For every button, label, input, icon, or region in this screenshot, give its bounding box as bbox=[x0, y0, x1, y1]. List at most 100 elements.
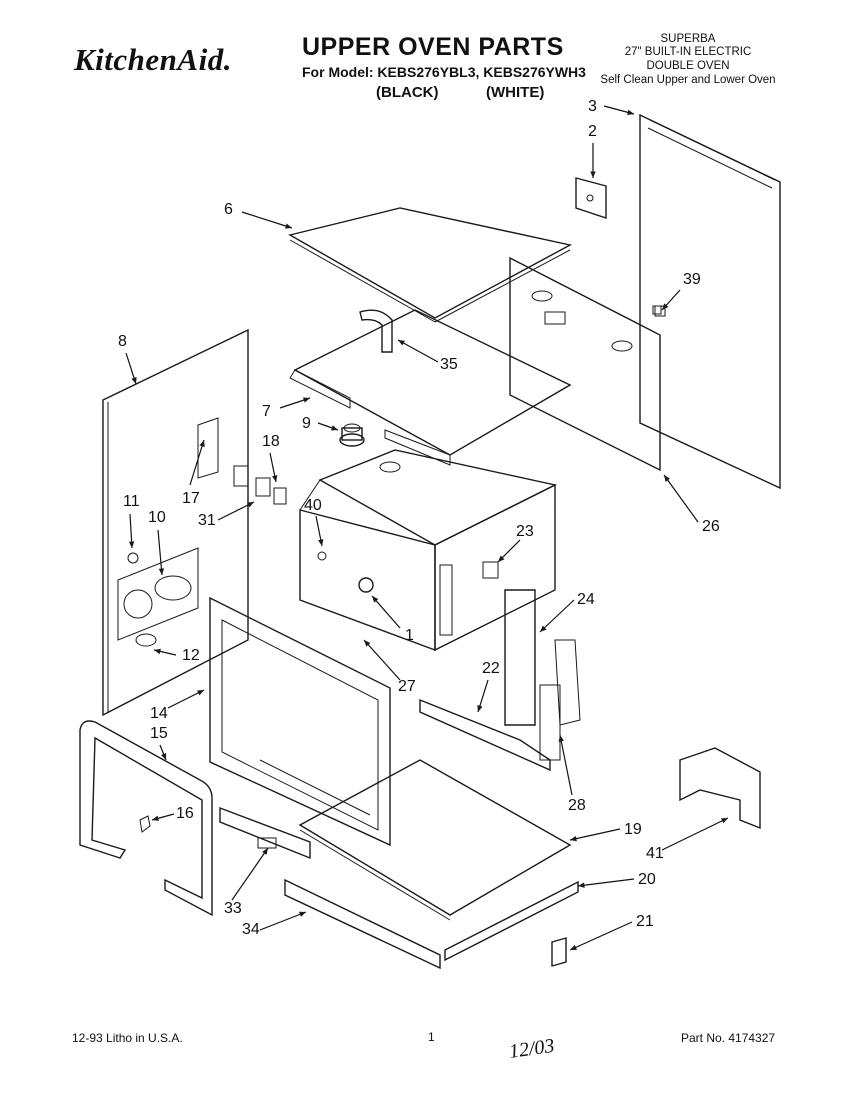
callout-26: 26 bbox=[702, 518, 720, 535]
color-white-label: (WHITE) bbox=[486, 84, 545, 101]
callout-leader-19 bbox=[569, 828, 621, 841]
callout-12: 12 bbox=[182, 647, 200, 664]
part-top-panel bbox=[288, 207, 572, 323]
callout-leader-17 bbox=[189, 439, 205, 486]
series-label: SUPERBA bbox=[660, 33, 716, 45]
callout-arrowhead-27 bbox=[364, 640, 371, 647]
model-line: For Model: KEBS276YBL3, KEBS276YWH3 bbox=[302, 64, 586, 80]
callout-arrowhead-20 bbox=[578, 882, 585, 888]
callout-arrowhead-23 bbox=[498, 555, 505, 562]
callout-arrowhead-28 bbox=[558, 735, 564, 742]
part-side-panel-right bbox=[639, 113, 781, 490]
callout-leader-35 bbox=[397, 339, 439, 363]
litho-note: 12-93 Litho in U.S.A. bbox=[72, 1031, 183, 1045]
callout-24: 24 bbox=[577, 591, 595, 608]
callout-arrowhead-21 bbox=[570, 944, 577, 950]
callout-arrowhead-35 bbox=[398, 340, 405, 346]
product-type-label: DOUBLE OVEN bbox=[646, 60, 730, 72]
callout-arrowhead-15 bbox=[161, 753, 167, 760]
handwritten-date: 12/03 bbox=[508, 1035, 556, 1063]
callout-leader-26 bbox=[663, 474, 699, 523]
callout-leader-31 bbox=[217, 501, 255, 521]
callout-leader-14 bbox=[167, 689, 205, 709]
callout-arrowhead-34 bbox=[299, 911, 306, 917]
callout-layer: 1236789101112141516171819202122232426272… bbox=[118, 98, 729, 951]
callout-3: 3 bbox=[588, 98, 597, 115]
callout-20: 20 bbox=[638, 871, 656, 888]
part-top-plate bbox=[289, 309, 572, 466]
callout-arrowhead-18 bbox=[272, 475, 278, 482]
callout-18: 18 bbox=[262, 433, 280, 450]
callout-arrowhead-26 bbox=[664, 475, 670, 482]
callout-leader-34 bbox=[259, 911, 307, 931]
callout-leader-6 bbox=[241, 211, 293, 229]
callout-41: 41 bbox=[646, 845, 664, 862]
callout-17: 17 bbox=[182, 490, 200, 507]
part-oven-cavity bbox=[299, 449, 558, 652]
callout-leader-41 bbox=[661, 817, 729, 851]
callout-33: 33 bbox=[224, 900, 242, 917]
callout-leader-10 bbox=[157, 529, 163, 576]
callout-leader-27 bbox=[363, 639, 401, 681]
callout-leader-33 bbox=[231, 847, 269, 901]
callout-arrowhead-24 bbox=[540, 625, 547, 632]
callout-arrowhead-31 bbox=[247, 502, 254, 508]
callout-23: 23 bbox=[516, 523, 534, 540]
callout-arrowhead-16 bbox=[152, 815, 159, 821]
callout-arrowhead-9 bbox=[331, 425, 338, 431]
callout-leader-21 bbox=[569, 921, 633, 951]
callout-arrowhead-10 bbox=[158, 568, 165, 575]
callout-9: 9 bbox=[302, 415, 311, 432]
callout-arrowhead-2 bbox=[590, 171, 596, 178]
callout-39: 39 bbox=[683, 271, 701, 288]
callout-arrowhead-19 bbox=[570, 835, 577, 842]
callout-35: 35 bbox=[440, 356, 458, 373]
callout-1: 1 bbox=[405, 627, 414, 644]
part-blower-9 bbox=[339, 423, 365, 447]
callout-16: 16 bbox=[176, 805, 194, 822]
callout-arrowhead-6 bbox=[285, 223, 292, 229]
part-bracket-41 bbox=[679, 747, 761, 830]
callout-arrowhead-39 bbox=[662, 303, 669, 310]
callout-arrowhead-12 bbox=[154, 648, 161, 655]
part-lower-trims bbox=[219, 806, 579, 970]
part-front-frame bbox=[209, 596, 391, 847]
callout-arrowhead-8 bbox=[131, 377, 137, 384]
callout-arrowhead-17 bbox=[199, 440, 205, 447]
callout-34: 34 bbox=[242, 921, 260, 938]
callout-28: 28 bbox=[568, 797, 586, 814]
callout-21: 21 bbox=[636, 913, 654, 930]
color-black-label: (BLACK) bbox=[376, 84, 439, 101]
callout-19: 19 bbox=[624, 821, 642, 838]
brand-logo: KitchenAid. bbox=[74, 42, 232, 77]
callout-40: 40 bbox=[304, 497, 322, 514]
callout-7: 7 bbox=[262, 403, 271, 420]
part-door-gasket bbox=[79, 720, 213, 917]
part-clip-39 bbox=[654, 305, 666, 317]
callout-arrowhead-3 bbox=[627, 109, 634, 115]
callout-15: 15 bbox=[150, 725, 168, 742]
callout-leader-1 bbox=[371, 595, 401, 629]
callout-8: 8 bbox=[118, 333, 127, 350]
part-bracket-2 bbox=[575, 177, 607, 219]
callout-leader-20 bbox=[577, 878, 635, 887]
product-size-label: 27" BUILT-IN ELECTRIC bbox=[624, 46, 752, 58]
callout-arrowhead-14 bbox=[197, 690, 204, 696]
callout-27: 27 bbox=[398, 678, 416, 695]
page-number: 1 bbox=[428, 1030, 435, 1044]
callout-11: 11 bbox=[123, 493, 140, 510]
callout-22: 22 bbox=[482, 660, 500, 677]
callout-14: 14 bbox=[150, 705, 168, 722]
callout-leader-28 bbox=[559, 734, 573, 796]
page-title: UPPER OVEN PARTS bbox=[302, 33, 564, 61]
callout-2: 2 bbox=[588, 123, 597, 140]
callout-6: 6 bbox=[224, 201, 233, 218]
callout-10: 10 bbox=[148, 509, 166, 526]
part-hinge-assembly bbox=[419, 589, 581, 772]
callout-arrowhead-7 bbox=[303, 397, 310, 403]
part-rear-panel bbox=[509, 256, 661, 472]
callout-arrowhead-40 bbox=[318, 539, 324, 546]
callout-arrowhead-41 bbox=[721, 818, 728, 824]
